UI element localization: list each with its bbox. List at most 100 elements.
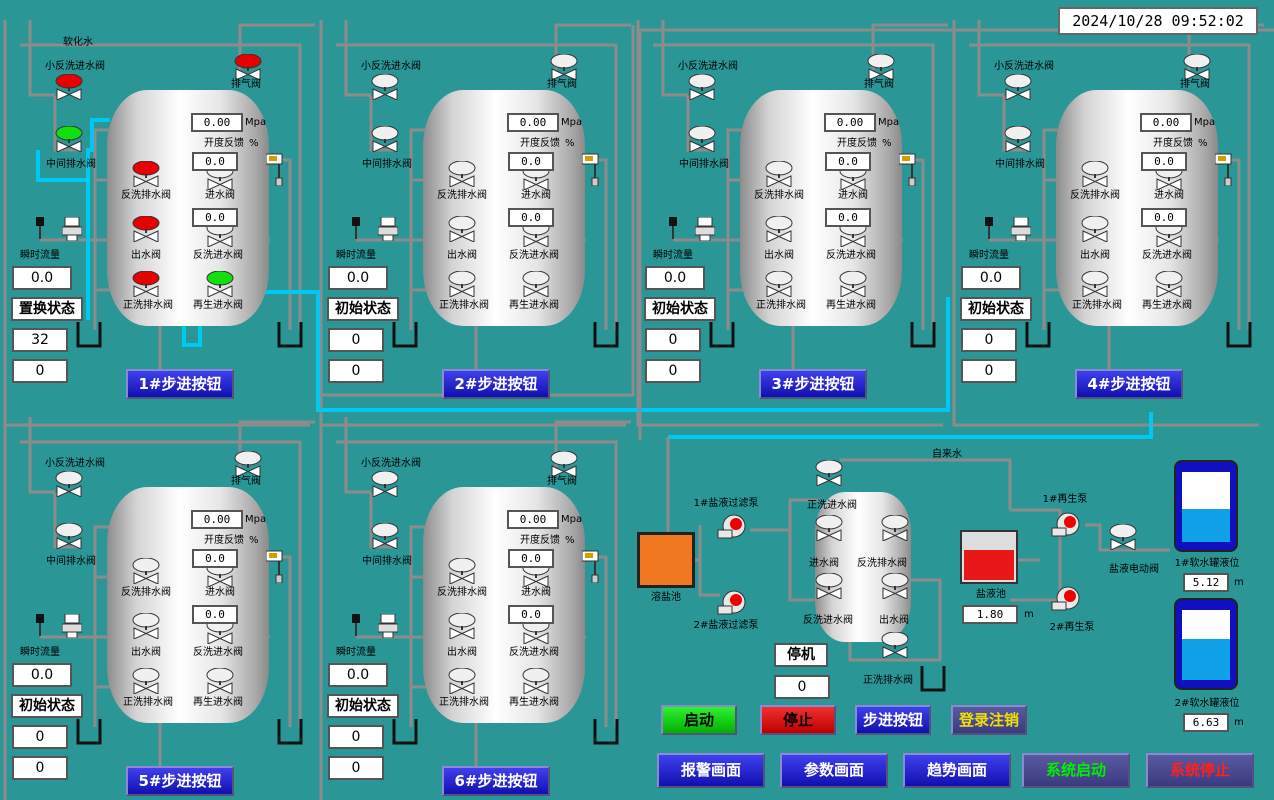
tank1-unit: m: [1234, 577, 1244, 588]
pipe: [653, 43, 935, 330]
alarm-screen-button[interactable]: 报警画面: [657, 753, 765, 788]
mid-drain-valve-5[interactable]: [54, 522, 84, 550]
rinse-drain-valve-3[interactable]: [764, 270, 794, 298]
backwash-drain-valve-1[interactable]: [131, 160, 161, 188]
instant-flow-label: 瞬时流量: [336, 250, 376, 261]
small-backwash-inlet-valve-5[interactable]: [54, 470, 84, 498]
regen-inlet-valve-2[interactable]: [521, 270, 551, 298]
mid-drain-valve-3[interactable]: [687, 125, 717, 153]
mini-backwash-drain-valve[interactable]: [880, 514, 910, 542]
flow-display-4: 0.0: [961, 266, 1021, 290]
step-button[interactable]: 步进按钮: [855, 705, 931, 735]
backwash-inlet-label: 反洗进水阀: [193, 250, 243, 261]
rinse-drain-valve-5[interactable]: [131, 667, 161, 695]
start-button[interactable]: 启动: [661, 705, 737, 735]
trend-screen-button[interactable]: 趋势画面: [903, 753, 1011, 788]
drain-sump-icon: [392, 717, 418, 745]
mini-rinse-drain-valve[interactable]: [880, 631, 910, 659]
system-stop-button[interactable]: 系统停止: [1146, 753, 1254, 788]
regen-inlet-valve-5[interactable]: [205, 667, 235, 695]
small-backwash-inlet-valve-4[interactable]: [1003, 73, 1033, 101]
exhaust-valve-4[interactable]: [1182, 53, 1212, 81]
login-logout-button[interactable]: 登录注销: [951, 705, 1027, 735]
small-backwash-inlet-valve-6[interactable]: [370, 470, 400, 498]
backwash-drain-valve-6[interactable]: [447, 557, 477, 585]
brine-filter-pump-1-icon[interactable]: [716, 512, 750, 540]
rinse-drain-valve-6[interactable]: [447, 667, 477, 695]
value-display-1: 0.0: [192, 208, 238, 227]
outlet-valve-5[interactable]: [131, 612, 161, 640]
flow-display-2: 0.0: [328, 266, 388, 290]
brine-filter-pump-2-icon[interactable]: [716, 588, 750, 616]
regen-pump-2-icon[interactable]: [1050, 584, 1084, 612]
step-button-1[interactable]: 1#步进按钮: [126, 369, 234, 399]
backwash-drain-valve-2[interactable]: [447, 160, 477, 188]
backwash-drain-valve-4[interactable]: [1080, 160, 1110, 188]
exhaust-valve-6[interactable]: [549, 450, 579, 478]
pipe: [1010, 508, 1062, 602]
state-display-4: 初始状态: [960, 297, 1032, 321]
softwater-tank2-label: 2#软水罐液位: [1174, 698, 1240, 709]
count-display-5: 0: [12, 725, 68, 749]
small-backwash-inlet-valve-2[interactable]: [370, 73, 400, 101]
mid-drain-valve-6[interactable]: [370, 522, 400, 550]
count2-display-6: 0: [328, 756, 384, 780]
outlet-valve-6[interactable]: [447, 612, 477, 640]
exhaust-label: 排气阀: [864, 79, 894, 90]
mid-drain-valve-2[interactable]: [370, 125, 400, 153]
pressure-gauge-icon: [581, 547, 602, 584]
rinse-drain-valve-1[interactable]: [131, 270, 161, 298]
regen-inlet-valve-3[interactable]: [838, 270, 868, 298]
exhaust-valve-2[interactable]: [549, 53, 579, 81]
step-button-3[interactable]: 3#步进按钮: [759, 369, 867, 399]
pressure-display-1: 0.00: [191, 113, 243, 132]
outlet-valve-3[interactable]: [764, 215, 794, 243]
exhaust-valve-3[interactable]: [866, 53, 896, 81]
stop-button[interactable]: 停止: [760, 705, 836, 735]
outlet-valve-1[interactable]: [131, 215, 161, 243]
step-button-2[interactable]: 2#步进按钮: [442, 369, 550, 399]
instant-flow-label: 瞬时流量: [20, 250, 60, 261]
small-backwash-inlet-label: 小反洗进水阀: [45, 61, 105, 72]
regen-inlet-valve-4[interactable]: [1154, 270, 1184, 298]
system-start-button[interactable]: 系统启动: [1022, 753, 1130, 788]
opening-display-3: 0.0: [825, 152, 871, 171]
mid-drain-label: 中间排水阀: [46, 556, 96, 567]
step-button-6[interactable]: 6#步进按钮: [442, 766, 550, 796]
step-button-5[interactable]: 5#步进按钮: [126, 766, 234, 796]
mini-outlet-valve[interactable]: [880, 572, 910, 600]
value-display-2: 0.0: [508, 208, 554, 227]
opening-display-2: 0.0: [508, 152, 554, 171]
mid-drain-valve-4[interactable]: [1003, 125, 1033, 153]
mini-backwash-inlet-valve[interactable]: [814, 572, 844, 600]
drain-sump-icon: [709, 320, 735, 348]
regen-pump-1-icon[interactable]: [1050, 510, 1084, 538]
backwash-drain-valve-3[interactable]: [764, 160, 794, 188]
inlet-label: 进水阀: [205, 587, 235, 598]
exhaust-valve-5[interactable]: [233, 450, 263, 478]
mini-inlet-valve[interactable]: [814, 514, 844, 542]
rinse-drain-valve-4[interactable]: [1080, 270, 1110, 298]
mini-rinse-inlet-valve[interactable]: [814, 459, 844, 487]
brine-electric-valve[interactable]: [1108, 523, 1138, 551]
pipe: [53, 96, 80, 152]
count-display-1: 32: [12, 328, 68, 352]
backwash-drain-label: 反洗排水阀: [121, 587, 171, 598]
small-backwash-inlet-valve-3[interactable]: [687, 73, 717, 101]
value-display-6: 0.0: [508, 605, 554, 624]
count-display-6: 0: [328, 725, 384, 749]
step-button-4[interactable]: 4#步进按钮: [1075, 369, 1183, 399]
opening-feedback-label: 开度反馈: [204, 138, 244, 149]
outlet-valve-2[interactable]: [447, 215, 477, 243]
small-backwash-inlet-valve-1[interactable]: [54, 73, 84, 101]
rinse-drain-valve-2[interactable]: [447, 270, 477, 298]
outlet-valve-4[interactable]: [1080, 215, 1110, 243]
backwash-drain-valve-5[interactable]: [131, 557, 161, 585]
regen-inlet-valve-6[interactable]: [521, 667, 551, 695]
parameter-screen-button[interactable]: 参数画面: [780, 753, 888, 788]
flow-sensor-icon: [61, 613, 83, 639]
mid-drain-valve-1[interactable]: [54, 125, 84, 153]
regen-inlet-valve-1[interactable]: [205, 270, 235, 298]
exhaust-valve-1[interactable]: [233, 53, 263, 81]
opening-feedback-label: 开度反馈: [837, 138, 877, 149]
